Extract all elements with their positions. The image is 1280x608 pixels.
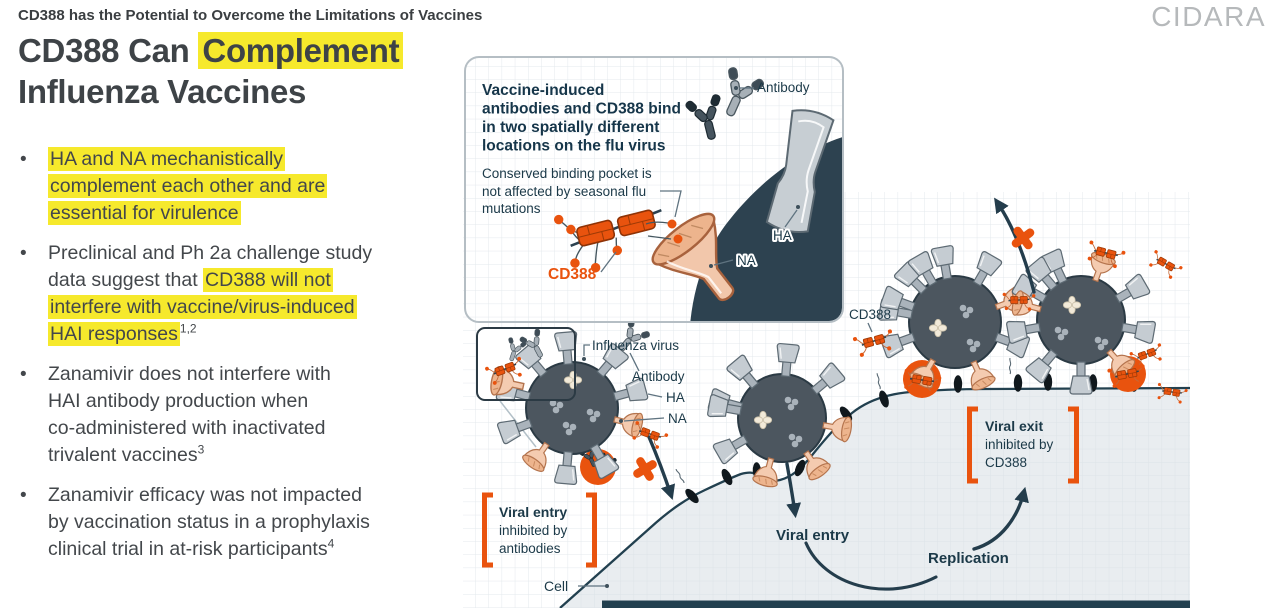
ha-protein <box>765 109 835 233</box>
bullet-text: interfere with vaccine/virus-induced <box>48 295 357 319</box>
na-label: NA <box>668 411 687 426</box>
title-highlight: Complement <box>198 32 404 69</box>
bullet-text: HAI antibody production when <box>48 390 309 412</box>
bullet-item: Preclinical and Ph 2a challenge study dat… <box>18 240 458 348</box>
inset-panel: Antibody HA NA CD388 Vaccine-induced ant… <box>464 56 844 323</box>
entry-bracket-title: Viral entry <box>499 504 567 520</box>
exit-bracket-line3: CD388 <box>985 455 1027 470</box>
svg-text:locations on the flu virus: locations on the flu virus <box>482 138 665 155</box>
inset-na-label: NA <box>737 253 756 268</box>
bullet-text: essential for virulence <box>48 201 241 225</box>
na-protein <box>651 212 735 302</box>
svg-text:Conserved binding pocket is: Conserved binding pocket is <box>482 166 652 181</box>
bullet-list: HA and NA mechanistically complement each… <box>18 146 458 576</box>
inset-cd388-label: CD388 <box>548 266 597 283</box>
bullet-text: HAI responses <box>48 322 180 346</box>
bullet-text: clinical trial in at-risk participants <box>48 538 328 560</box>
inset-leaders <box>600 87 798 273</box>
bullet-text: HA and NA mechanistically <box>48 147 286 171</box>
inset-ha-label: HA <box>773 228 792 243</box>
zoom-inset-box <box>476 326 576 402</box>
influenza-virus-label: Influenza virus <box>592 338 679 353</box>
replication-to-exit-arrow <box>972 486 1029 551</box>
viral-exit-bracket: Viral exit inhibited by CD388 <box>967 406 1079 484</box>
bullet-superscript: 3 <box>197 442 205 457</box>
entry-bracket-line3: antibodies <box>499 541 561 556</box>
entry-to-replication-arc <box>804 541 938 591</box>
svg-text:in two spatially different: in two spatially different <box>482 119 659 136</box>
bullet-text: by vaccination status in a prophylaxis <box>48 511 370 533</box>
bullet-text: complement each other and are <box>48 174 328 198</box>
cd388-molecule <box>553 208 662 273</box>
bullet-item: HA and NA mechanistically complement each… <box>18 146 458 227</box>
bullet-text: trivalent vaccines <box>48 444 198 466</box>
bullet-text: Preclinical and Ph 2a challenge study <box>48 242 373 264</box>
svg-text:not affected by seasonal flu: not affected by seasonal flu <box>482 184 646 199</box>
bullet-text: CD388 will not <box>203 268 333 292</box>
virus-budding-left <box>877 244 1031 394</box>
bullet-superscript: 1,2 <box>179 321 197 336</box>
virus-entering <box>706 342 854 490</box>
inset-leader-dots <box>709 86 800 268</box>
svg-text:Vaccine-induced: Vaccine-induced <box>482 82 604 99</box>
viral-entry-arrow <box>785 462 802 519</box>
bullet-text: data suggest that <box>48 269 204 291</box>
slide-title: CD388 Can Complement Influenza Vaccines <box>18 30 478 112</box>
binding-pocket-dot <box>667 219 677 229</box>
inset-title: Vaccine-induced antibodies and CD388 bin… <box>482 82 681 155</box>
label-leaders <box>578 322 873 587</box>
cell-label: Cell <box>544 578 568 594</box>
slide-eyebrow: CD388 has the Potential to Overcome the … <box>18 7 483 24</box>
inset-antibody-label: Antibody <box>757 80 810 95</box>
bullet-text: co-administered with inactivated <box>48 417 326 439</box>
binding-pocket-dot <box>673 234 683 244</box>
svg-text:mutations: mutations <box>482 201 541 216</box>
inset-note: Conserved binding pocket is not affected… <box>482 166 652 216</box>
bullet-superscript: 4 <box>327 536 335 551</box>
exit-bracket-line2: inhibited by <box>985 437 1054 452</box>
title-line2: Influenza Vaccines <box>18 73 307 110</box>
ha-label: HA <box>666 390 685 405</box>
viral-entry-label: Viral entry <box>776 527 850 544</box>
replication-label: Replication <box>928 550 1009 567</box>
cell-shape <box>559 386 1191 608</box>
diagram-labels: Influenza virus Antibody HA NA CD388 Cel… <box>544 307 1009 594</box>
antibody-label: Antibody <box>632 369 685 384</box>
cidara-logo: CIDARA <box>1151 1 1266 32</box>
svg-text:antibodies and CD388 bind: antibodies and CD388 bind <box>482 101 681 118</box>
virus-budding-right <box>1005 247 1157 395</box>
entry-bracket-line2: inhibited by <box>499 523 568 538</box>
viral-entry-bracket: Viral entry inhibited by antibodies <box>482 492 597 568</box>
bullet-text: Zanamivir does not interfere with <box>48 363 331 385</box>
title-part1: CD388 Can <box>18 32 190 69</box>
cell-membrane <box>559 386 1191 608</box>
exit-bracket-title: Viral exit <box>985 418 1043 434</box>
leader-dots <box>582 357 623 588</box>
bullet-text: Zanamivir efficacy was not impacted <box>48 484 362 506</box>
cd388-label: CD388 <box>849 307 891 322</box>
blocked-entry-arrow <box>647 435 676 500</box>
virus-influenza-main <box>495 315 653 486</box>
bullet-item: Zanamivir efficacy was not impacted by va… <box>18 482 458 563</box>
